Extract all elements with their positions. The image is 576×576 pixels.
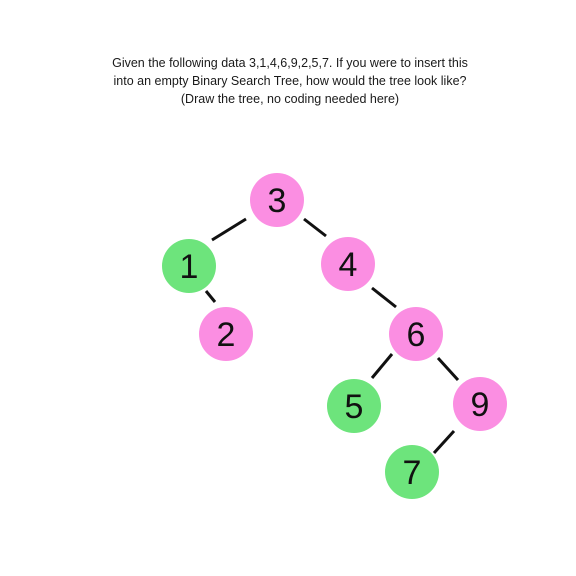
question-line-1: Given the following data 3,1,4,6,9,2,5,7…: [112, 56, 468, 70]
node-circle-3: [250, 173, 304, 227]
node-circle-9: [453, 377, 507, 431]
tree-nodes: 3 1 4 2 6 5 9 7: [162, 173, 507, 499]
node-circle-4: [321, 237, 375, 291]
question-text: Given the following data 3,1,4,6,9,2,5,7…: [40, 54, 540, 108]
node-circle-7: [385, 445, 439, 499]
edge-n1-n2: [204, 290, 217, 303]
tree-node-5: 5: [327, 379, 381, 433]
edge-n6-n5: [370, 353, 394, 379]
tree-node-4: 4: [321, 237, 375, 291]
node-circle-6: [389, 307, 443, 361]
tree-edges: [204, 217, 460, 455]
tree-node-3: 3: [250, 173, 304, 227]
node-label-6: 6: [407, 316, 426, 354]
question-line-3: (Draw the tree, no coding needed here): [180, 92, 400, 106]
edge-n4-n6: [371, 286, 397, 309]
edge-n9-n7: [432, 429, 456, 455]
node-label-5: 5: [345, 388, 364, 426]
node-label-1: 1: [180, 248, 199, 286]
edge-n6-n9: [436, 356, 460, 382]
tree-node-2: 2: [199, 307, 253, 361]
question-line-2: into an empty Binary Search Tree, how wo…: [113, 74, 467, 88]
tree-node-7: 7: [385, 445, 439, 499]
node-circle-5: [327, 379, 381, 433]
node-label-2: 2: [217, 316, 236, 354]
node-label-7: 7: [403, 454, 422, 492]
node-label-3: 3: [268, 182, 287, 220]
node-label-9: 9: [471, 386, 490, 424]
tree-node-6: 6: [389, 307, 443, 361]
node-circle-2: [199, 307, 253, 361]
edge-n3-n1: [211, 217, 247, 242]
edge-n3-n4: [303, 217, 327, 238]
node-label-4: 4: [339, 246, 358, 284]
tree-node-1: 1: [162, 239, 216, 293]
tree-node-9: 9: [453, 377, 507, 431]
node-circle-1: [162, 239, 216, 293]
